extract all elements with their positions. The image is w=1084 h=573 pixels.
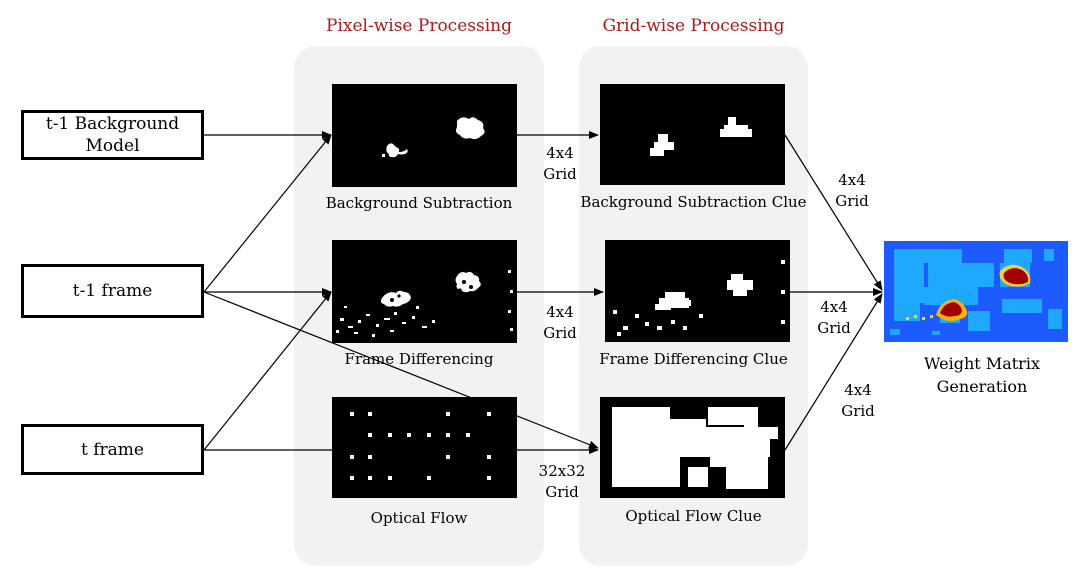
background-subtraction-image <box>332 84 517 187</box>
frame-differencing-image <box>332 240 517 343</box>
frame-diff-grid-label: 4x4 Grid <box>543 303 577 342</box>
frame-differencing-clue-image <box>605 240 790 342</box>
weight-grid-label-3: 4x4 Grid <box>841 381 875 420</box>
background-subtraction-clue-image <box>600 84 785 185</box>
weight-grid-label-1: 4x4 Grid <box>835 171 869 210</box>
optical-flow-clue-image <box>600 397 785 498</box>
background-subtraction-clue-caption: Background Subtraction Clue <box>580 193 807 211</box>
optical-flow-caption: Optical Flow <box>370 509 468 527</box>
frame-differencing-caption: Frame Differencing <box>344 350 494 368</box>
background-subtraction-caption: Background Subtraction <box>325 194 513 212</box>
bg-sub-grid-label: 4x4 Grid <box>543 144 577 183</box>
optical-flow-image <box>332 397 517 498</box>
optical-flow-grid-label: 32x32 Grid <box>538 462 586 501</box>
optical-flow-clue-caption: Optical Flow Clue <box>625 507 762 525</box>
frame-differencing-clue-caption: Frame Differencing Clue <box>599 350 788 368</box>
grid-wise-title: Grid-wise Processing <box>602 16 785 36</box>
weight-grid-label-2: 4x4 Grid <box>817 298 851 337</box>
background-model-box: t-1 Background Model <box>21 110 204 160</box>
weight-matrix-caption: Weight Matrix Generation <box>924 354 1040 396</box>
pixel-wise-title: Pixel-wise Processing <box>326 16 512 36</box>
weight-matrix-image <box>884 241 1068 342</box>
curr-frame-box: t frame <box>21 424 204 475</box>
prev-frame-box: t-1 frame <box>21 264 204 318</box>
